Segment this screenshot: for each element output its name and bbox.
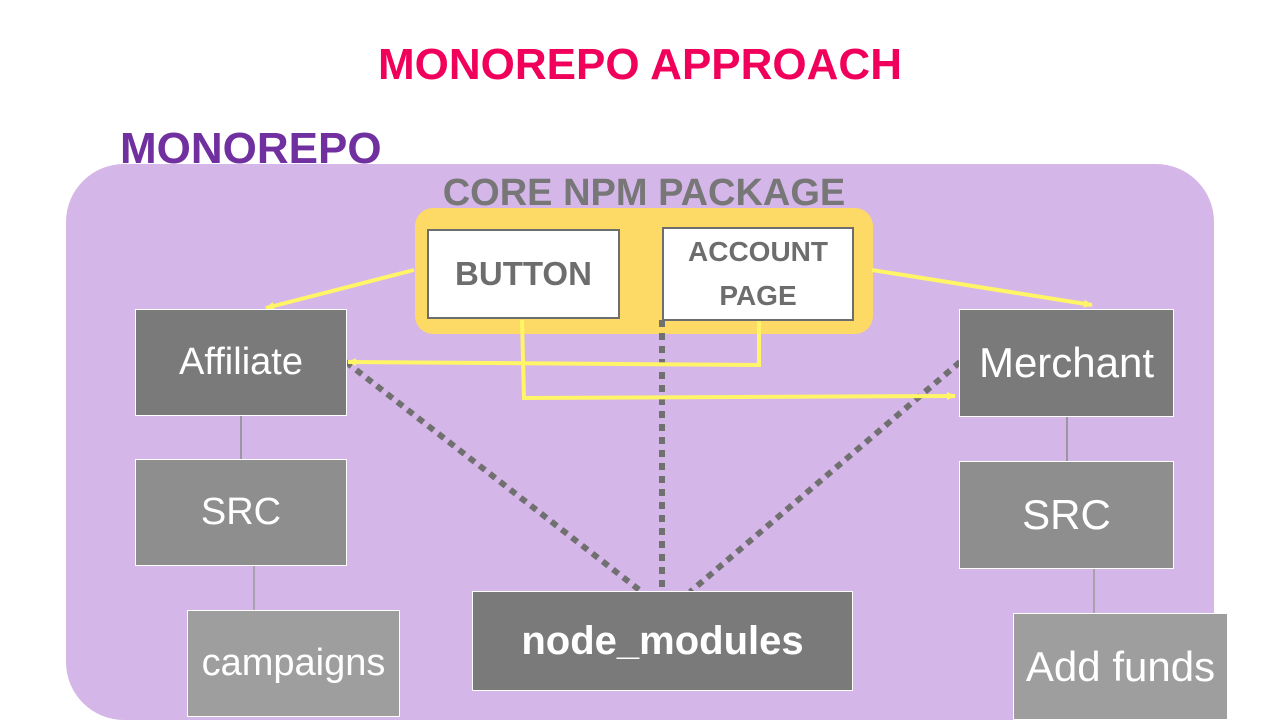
account-page-label-line2: PAGE	[719, 280, 797, 311]
merchant-src-node: SRC	[959, 461, 1174, 569]
affiliate-label: Affiliate	[179, 341, 303, 383]
account-page-label-line1: ACCOUNT	[688, 236, 828, 267]
merchant-label: Merchant	[978, 339, 1155, 386]
affiliate-src-node: SRC	[135, 459, 347, 566]
core-package-label: CORE NPM PACKAGE	[442, 172, 846, 214]
campaigns-label: campaigns	[201, 642, 386, 684]
page-title: MONOREPO APPROACH	[378, 40, 902, 89]
account-page-component-box: ACCOUNT PAGE	[662, 227, 854, 321]
affiliate-node: Affiliate	[135, 309, 347, 416]
merchant-node: Merchant	[959, 309, 1174, 417]
merchant-src-label: SRC	[1022, 491, 1111, 538]
add-funds-label: Add funds	[1025, 642, 1216, 690]
node-modules-node: node_modules	[472, 591, 853, 691]
affiliate-src-label: SRC	[200, 491, 282, 533]
add-funds-node: Add funds	[1013, 613, 1228, 720]
button-component-label: BUTTON	[455, 255, 592, 292]
node-modules-label: node_modules	[521, 618, 804, 663]
monorepo-label: MONOREPO	[120, 124, 382, 173]
campaigns-node: campaigns	[187, 610, 400, 717]
button-component-box: BUTTON	[427, 229, 620, 319]
